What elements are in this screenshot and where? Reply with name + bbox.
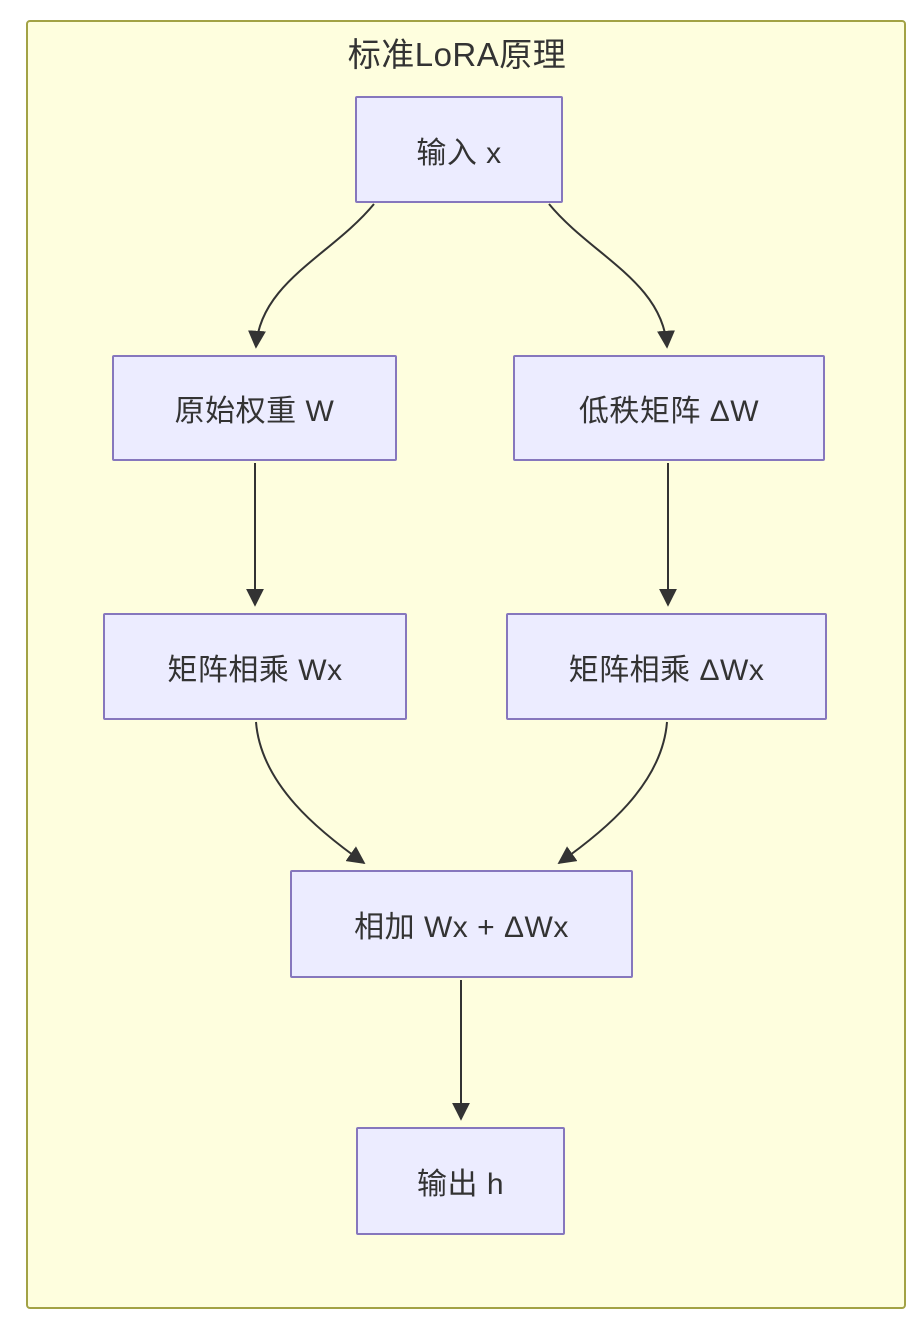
node-low-rank-matrix: 低秩矩阵 ΔW [513, 355, 825, 461]
diagram-title: 标准LoRA原理 [347, 36, 567, 73]
node-add-wx-dwx: 相加 Wx + ΔWx [290, 870, 633, 978]
node-matrix-multiply-wx: 矩阵相乘 Wx [103, 613, 407, 720]
node-original-weight: 原始权重 W [112, 355, 397, 461]
node-output-h: 输出 h [356, 1127, 565, 1235]
node-matrix-multiply-dwx: 矩阵相乘 ΔWx [506, 613, 827, 720]
node-input-x: 输入 x [355, 96, 563, 203]
